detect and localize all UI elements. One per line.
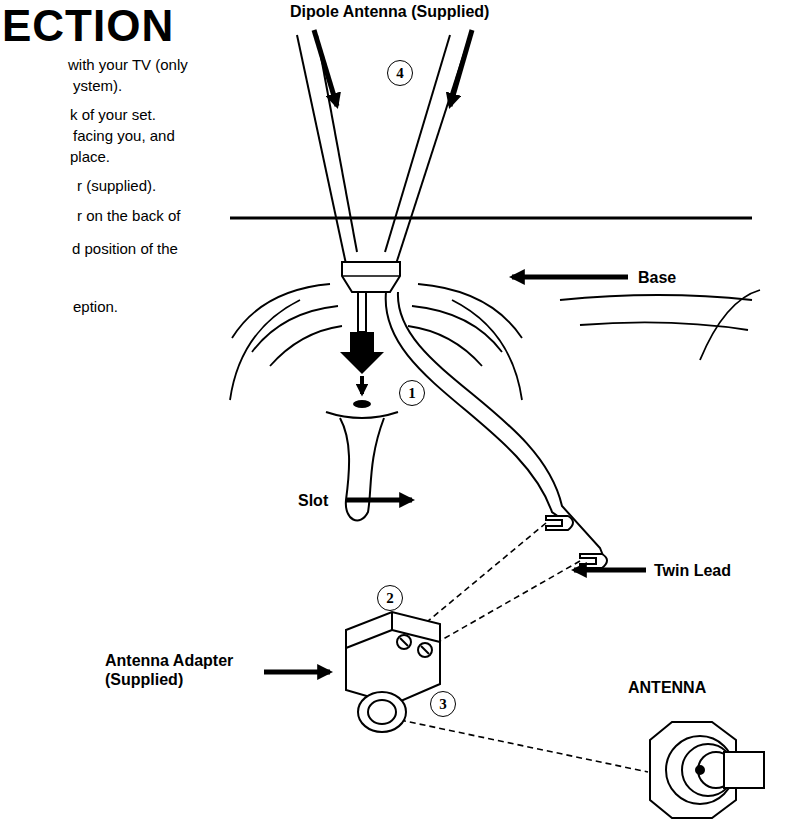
section-title: ECTION: [2, 2, 174, 50]
body-text: with your TV (only: [68, 56, 188, 74]
callout-text: 1: [408, 386, 416, 401]
body-text: k of your set.: [70, 106, 156, 124]
connector-label: ANTENNA: [628, 678, 706, 697]
twin-lead-cable: [386, 292, 604, 558]
tv-edge: [230, 217, 752, 220]
body-text: d position of the: [72, 240, 178, 258]
body-text: eption.: [73, 298, 118, 316]
part-label: Dipole Antenna (Supplied): [290, 2, 489, 21]
callout-number: 3: [430, 691, 456, 717]
body-text: r (supplied).: [77, 177, 156, 195]
callout-text: 4: [396, 66, 404, 81]
body-text: place.: [70, 148, 110, 166]
callout-text: 2: [386, 591, 394, 606]
body-text: r on the back of: [77, 207, 180, 225]
antenna-base: [342, 262, 400, 292]
part-label: Antenna Adapter (Supplied): [105, 651, 255, 689]
antenna-adapter: [346, 612, 440, 732]
part-label: Base: [638, 268, 676, 287]
part-label: Twin Lead: [654, 561, 731, 580]
body-text: ystem).: [73, 77, 122, 95]
tv-back-curves: [230, 284, 760, 400]
body-text: facing you, and: [73, 127, 175, 145]
dipole-rods: [297, 35, 470, 264]
insert-arrow: [340, 332, 384, 374]
callout-number: 1: [399, 380, 425, 406]
part-label: Slot: [298, 491, 328, 510]
slot-shape: [340, 418, 384, 521]
label-arrows: [264, 30, 646, 672]
spade-lugs: [546, 516, 607, 568]
antenna-jack: [650, 722, 764, 818]
callout-text: 3: [439, 697, 447, 712]
callout-number: 2: [377, 585, 403, 611]
callout-number: 4: [387, 60, 413, 86]
